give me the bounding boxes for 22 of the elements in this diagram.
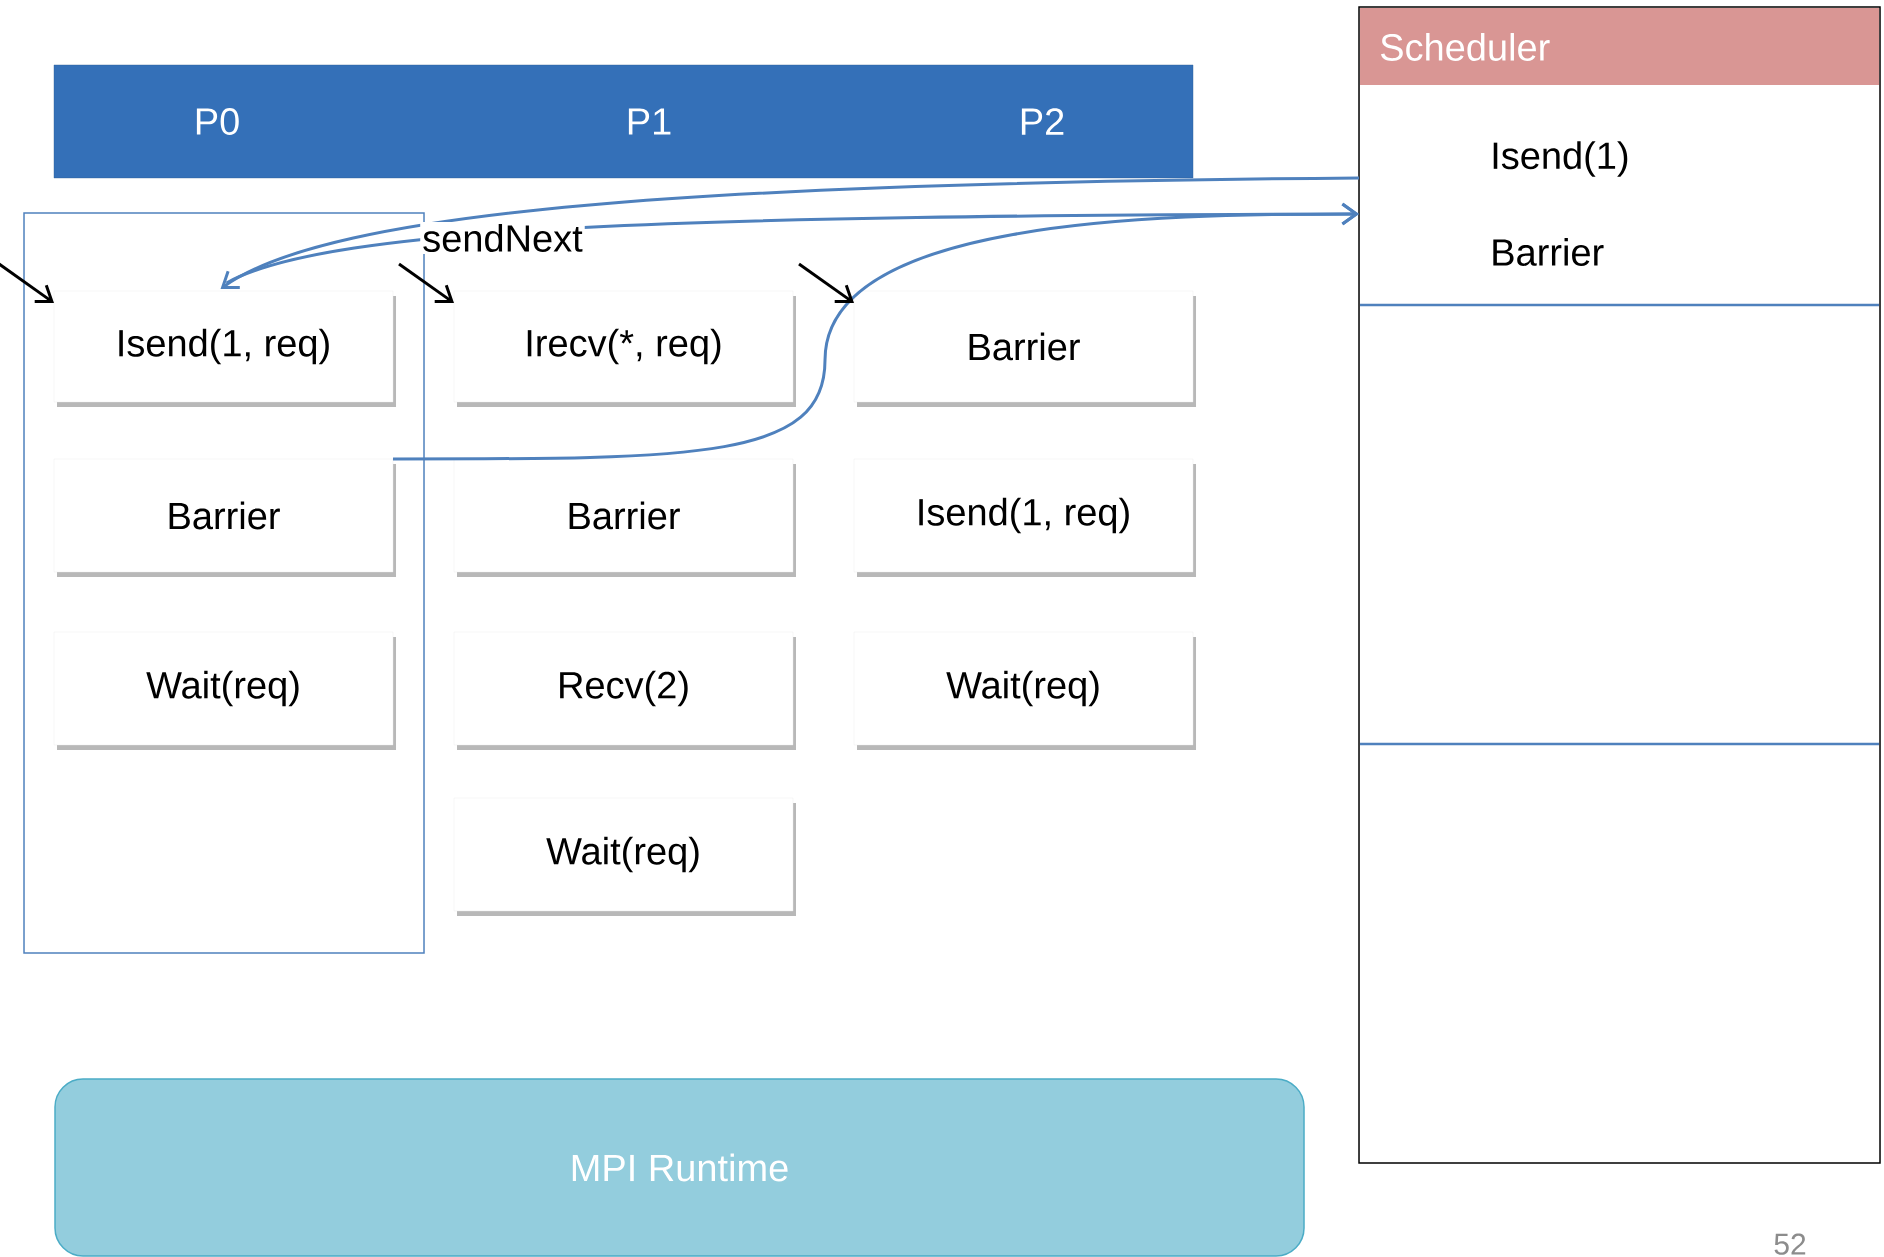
arrow	[393, 202, 1360, 461]
runtime-box: MPI Runtime	[54, 1078, 1305, 1257]
operation-box: Barrier	[853, 290, 1196, 407]
arrow	[220, 176, 1360, 289]
operation-box: Barrier	[453, 458, 796, 577]
operation-box: Isend(1, req)	[53, 290, 396, 407]
pointer-arrow	[398, 262, 454, 304]
operation-box: Isend(1, req)	[853, 458, 1196, 577]
operation-box: Irecv(*, req)	[453, 290, 796, 407]
pointer-arrow	[798, 262, 854, 304]
operation-box: Recv(2)	[453, 631, 796, 750]
operation-box: Wait(req)	[53, 631, 396, 750]
operation-box: Wait(req)	[453, 797, 796, 916]
process-header-band: P0 P1 P2	[53, 64, 1194, 179]
operation-box: Wait(req)	[853, 631, 1196, 750]
edge-label: sendNext	[423, 224, 583, 252]
operation-box: Barrier	[53, 458, 396, 577]
queue-entry: Isend(1)	[1493, 141, 1628, 177]
queue-entry: Barrier	[1493, 238, 1604, 266]
page-number: 52	[1774, 1233, 1806, 1255]
selection-frame	[23, 212, 425, 954]
pointer-arrow	[0, 262, 54, 304]
